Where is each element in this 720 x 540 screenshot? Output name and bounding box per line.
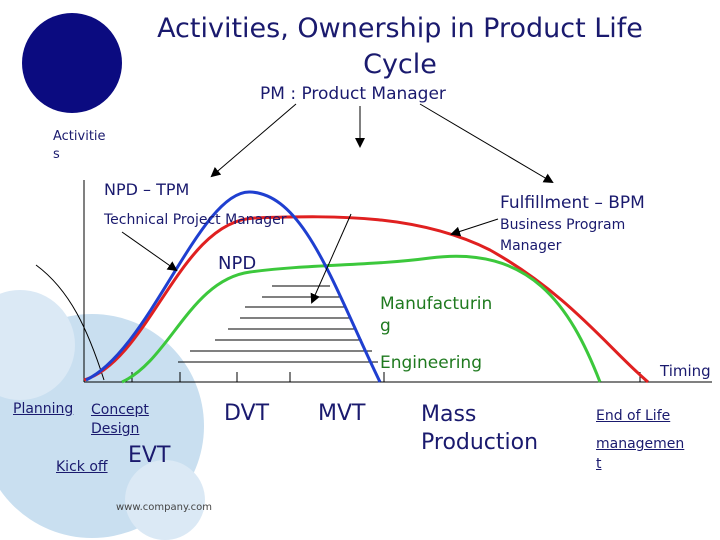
- phase-concept-line-2: Design: [91, 421, 140, 437]
- phase-eol-line-2: managemen: [596, 436, 685, 452]
- title-line-2: Cycle: [363, 49, 437, 80]
- pm-arrows: [121, 103, 554, 304]
- phase-mass-line-1: Mass: [421, 402, 477, 427]
- engineering-curve-label: Engineering: [380, 353, 482, 373]
- manufacturing-label-line-1: Manufacturin: [380, 294, 493, 314]
- tpm-full-label: Technical Project Manager: [104, 212, 287, 228]
- decorative-light-circle-bottom: [125, 460, 205, 540]
- npd-tpm-label: NPD – TPM: [104, 180, 190, 199]
- manufacturing-curve: [83, 215, 649, 384]
- npd-curve-label: NPD: [218, 253, 257, 274]
- phase-mvt: MVT: [318, 401, 366, 426]
- phase-mass-production: Mass Production: [421, 401, 538, 457]
- phase-dvt: DVT: [224, 401, 270, 426]
- fulfillment-bpm-label: Fulfillment – BPM: [500, 193, 645, 213]
- npd-curve: [85, 190, 382, 383]
- y-axis-label: Activitie s: [53, 128, 106, 164]
- bpm-full-label-line-1: Business Program: [500, 217, 626, 233]
- footer-url: www.company.com: [116, 502, 212, 513]
- bpm-full-label: Business Program Manager: [500, 215, 625, 257]
- x-axis-ticks: [131, 372, 641, 382]
- y-axis-label-line-2: s: [53, 147, 60, 162]
- decorative-light-circle-small: [0, 290, 75, 400]
- timeline-hatching: [178, 285, 378, 363]
- phase-eol-line-3: t: [596, 456, 602, 472]
- decorative-dark-circle: [22, 13, 122, 113]
- phase-kickoff: Kick off: [56, 459, 108, 475]
- x-axis-label: Timing: [660, 362, 711, 380]
- bpm-full-label-line-2: Manager: [500, 238, 562, 254]
- phase-concept-line-1: Concept: [91, 402, 149, 418]
- pm-label: PM : Product Manager: [260, 84, 446, 104]
- decline-curve: [35, 264, 105, 381]
- phase-eol-line-1: End of Life: [596, 408, 671, 424]
- engineering-curve: [121, 254, 602, 384]
- manufacturing-label-line-2: g: [380, 316, 391, 336]
- phase-concept-design: Concept Design: [91, 401, 149, 439]
- phase-planning: Planning: [13, 401, 74, 417]
- manufacturing-curve-label: Manufacturin g: [380, 293, 492, 337]
- y-axis-label-line-1: Activitie: [53, 129, 106, 144]
- phase-end-of-life: End of Life managemen t: [596, 406, 684, 474]
- phase-mass-line-2: Production: [421, 430, 539, 455]
- title-line-1: Activities, Ownership in Product Life: [157, 13, 643, 44]
- phase-evt: EVT: [128, 443, 171, 468]
